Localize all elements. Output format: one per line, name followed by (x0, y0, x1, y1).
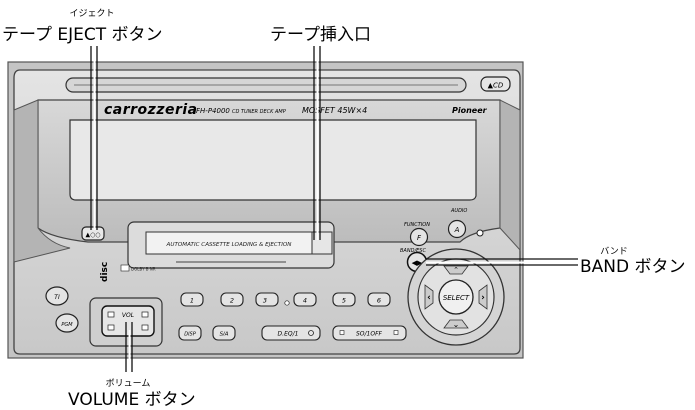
right-bezel (499, 99, 521, 252)
eject-callout-ruby: イジェクト (69, 8, 114, 19)
volume-callout-label: VOLUME ボタン (68, 390, 196, 410)
tape-eject-button[interactable] (81, 226, 105, 241)
svg-text:S/A: S/A (219, 332, 228, 338)
eject-callout-label: テープ EJECT ボタン (2, 25, 163, 45)
so-button[interactable] (332, 325, 407, 341)
compact-disc-logo: disc (100, 262, 110, 282)
sa-button[interactable] (212, 325, 236, 341)
svg-text:5: 5 (342, 297, 346, 305)
indicator-led (476, 229, 484, 237)
dolby-label: DOLBY B NR (131, 267, 156, 272)
brand-logo: carrozzeria (104, 102, 198, 118)
preset-buttons: 1 2 3 4 5 6 (180, 292, 391, 307)
deq-icon (308, 330, 314, 336)
cd-eject-label: ▲CD (488, 82, 504, 90)
preset-button-2[interactable] (220, 292, 244, 307)
tape-eject-label: ▲○○ (85, 232, 100, 239)
svg-text:DISP: DISP (184, 332, 196, 338)
svg-text:3: 3 (263, 297, 267, 305)
svg-text:2: 2 (230, 297, 234, 305)
dolby-logo (120, 264, 130, 272)
ti-button[interactable] (45, 286, 69, 306)
preset-button-1[interactable] (180, 292, 204, 307)
cd-eject-button[interactable] (480, 76, 511, 92)
function-button[interactable] (409, 227, 429, 247)
chevron-right-icon: › (481, 293, 485, 303)
chevron-left-icon: ‹ (427, 293, 431, 303)
svg-text:1: 1 (190, 297, 194, 305)
svg-text:6: 6 (377, 297, 381, 305)
svg-text:F: F (417, 234, 422, 242)
svg-text:◀▶: ◀▶ (412, 259, 423, 267)
band-callout-label: BAND ボタン (580, 257, 686, 277)
svg-text:TI: TI (54, 294, 60, 301)
svg-text:A: A (454, 226, 460, 234)
svg-text:4: 4 (303, 297, 307, 305)
select-button[interactable] (438, 279, 474, 315)
svg-text:PGM: PGM (61, 322, 73, 328)
audio-button[interactable] (447, 219, 467, 239)
chevron-down-icon: ⌄ (453, 320, 460, 329)
tape-slot-callout-label: テープ挿入口 (270, 25, 371, 45)
chevron-up-icon: ⌃ (453, 266, 459, 274)
model-number: FH-P4000 (196, 107, 230, 115)
mosfet-label: MOSFET 45W×4 (302, 106, 367, 115)
left-bezel (13, 99, 71, 263)
band-esc-label: BAND/ESC (400, 248, 426, 254)
model-description: CD TUNER DECK AMP (232, 109, 286, 115)
preset-button-6[interactable] (367, 292, 391, 307)
svg-text:SELECT: SELECT (443, 294, 470, 302)
display-window (69, 119, 477, 201)
preset-button-4[interactable] (293, 292, 317, 307)
pioneer-logo: Pioneer (452, 106, 488, 115)
disp-button[interactable] (178, 325, 202, 341)
audio-label: AUDIO (450, 208, 467, 214)
deq-button[interactable] (261, 325, 321, 341)
volume-button[interactable] (101, 305, 155, 337)
cassette-caption: AUTOMATIC CASSETTE LOADING & EJECTION (166, 242, 293, 248)
function-label: FUNCTION (404, 222, 430, 228)
svg-text:VOL: VOL (122, 312, 134, 319)
svg-text:D.EQ/1: D.EQ/1 (278, 331, 299, 338)
volume-callout-ruby: ボリューム (106, 378, 151, 389)
pgm-button[interactable] (55, 313, 79, 333)
preset-button-3[interactable] (255, 292, 279, 307)
svg-text:SO/1OFF: SO/1OFF (356, 331, 383, 338)
band-callout-ruby: バンド (600, 246, 627, 257)
preset-button-5[interactable] (332, 292, 356, 307)
